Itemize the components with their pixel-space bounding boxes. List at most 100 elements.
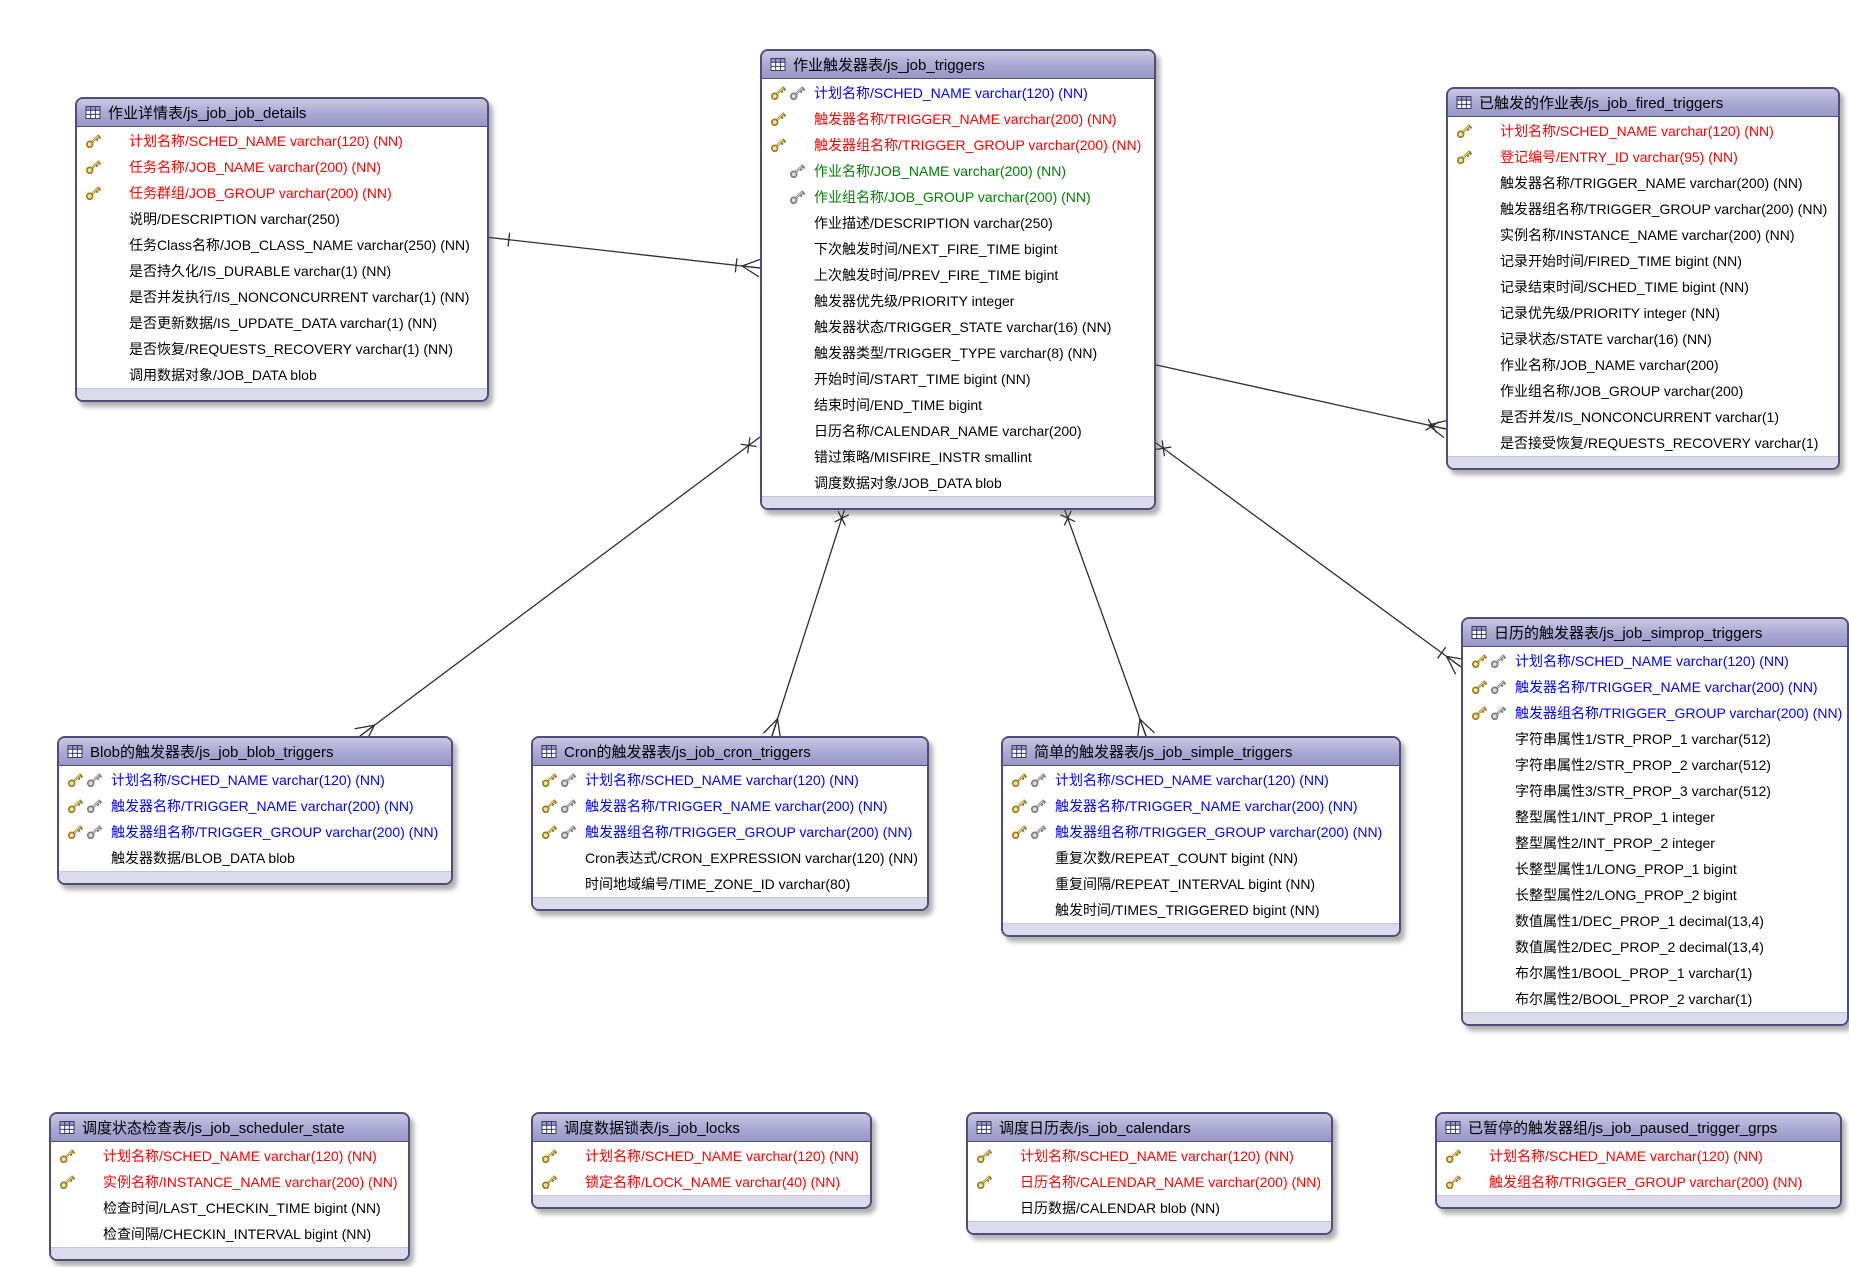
column-row[interactable]: 结束时间/END_TIME bigint	[762, 392, 1154, 418]
table-header[interactable]: 作业详情表/js_job_job_details	[77, 99, 487, 127]
table-header[interactable]: 已暂停的触发器组/js_job_paused_trigger_grps	[1437, 1114, 1840, 1142]
table-header[interactable]: 已触发的作业表/js_job_fired_triggers	[1448, 89, 1838, 117]
column-row[interactable]: 计划名称/SCHED_NAME varchar(120) (NN)	[968, 1143, 1331, 1169]
table-header[interactable]: 日历的触发器表/js_job_simprop_triggers	[1463, 619, 1847, 647]
column-row[interactable]: 上次触发时间/PREV_FIRE_TIME bigint	[762, 262, 1154, 288]
entity-table-job-details[interactable]: 作业详情表/js_job_job_details 计划名称/SCHED_NAME…	[75, 97, 489, 402]
column-row[interactable]: 是否并发执行/IS_NONCONCURRENT varchar(1) (NN)	[77, 284, 487, 310]
column-row[interactable]: 是否接受恢复/REQUESTS_RECOVERY varchar(1)	[1448, 430, 1838, 456]
column-row[interactable]: 任务名称/JOB_NAME varchar(200) (NN)	[77, 154, 487, 180]
column-row[interactable]: 调度数据对象/JOB_DATA blob	[762, 470, 1154, 496]
column-row[interactable]: 长整型属性2/LONG_PROP_2 bigint	[1463, 882, 1847, 908]
column-row[interactable]: 记录状态/STATE varchar(16) (NN)	[1448, 326, 1838, 352]
table-header[interactable]: 简单的触发器表/js_job_simple_triggers	[1003, 738, 1399, 766]
column-row[interactable]: 是否更新数据/IS_UPDATE_DATA varchar(1) (NN)	[77, 310, 487, 336]
column-row[interactable]: 调用数据对象/JOB_DATA blob	[77, 362, 487, 388]
column-row[interactable]: 检查时间/LAST_CHECKIN_TIME bigint (NN)	[51, 1195, 408, 1221]
column-row[interactable]: 触发器组名称/TRIGGER_GROUP varchar(200) (NN)	[1448, 196, 1838, 222]
column-row[interactable]: 字符串属性2/STR_PROP_2 varchar(512)	[1463, 752, 1847, 778]
column-row[interactable]: 触发器类型/TRIGGER_TYPE varchar(8) (NN)	[762, 340, 1154, 366]
column-row[interactable]: 计划名称/SCHED_NAME varchar(120) (NN)	[1448, 118, 1838, 144]
column-row[interactable]: 错过策略/MISFIRE_INSTR smallint	[762, 444, 1154, 470]
column-row[interactable]: 作业名称/JOB_NAME varchar(200)	[1448, 352, 1838, 378]
column-row[interactable]: 数值属性2/DEC_PROP_2 decimal(13,4)	[1463, 934, 1847, 960]
table-header[interactable]: 调度日历表/js_job_calendars	[968, 1114, 1331, 1142]
column-row[interactable]: 记录结束时间/SCHED_TIME bigint (NN)	[1448, 274, 1838, 300]
entity-table-fired-triggers[interactable]: 已触发的作业表/js_job_fired_triggers 计划名称/SCHED…	[1446, 87, 1840, 470]
column-row[interactable]: 实例名称/INSTANCE_NAME varchar(200) (NN)	[1448, 222, 1838, 248]
column-row[interactable]: 计划名称/SCHED_NAME varchar(120) (NN)	[51, 1143, 408, 1169]
column-row[interactable]: 触发器组名称/TRIGGER_GROUP varchar(200) (NN)	[533, 819, 927, 845]
column-row[interactable]: 实例名称/INSTANCE_NAME varchar(200) (NN)	[51, 1169, 408, 1195]
table-header[interactable]: Cron的触发器表/js_job_cron_triggers	[533, 738, 927, 766]
column-row[interactable]: 锁定名称/LOCK_NAME varchar(40) (NN)	[533, 1169, 870, 1195]
column-row[interactable]: 长整型属性1/LONG_PROP_1 bigint	[1463, 856, 1847, 882]
column-row[interactable]: 触发时间/TIMES_TRIGGERED bigint (NN)	[1003, 897, 1399, 923]
column-row[interactable]: 计划名称/SCHED_NAME varchar(120) (NN)	[1437, 1143, 1840, 1169]
column-row[interactable]: 作业组名称/JOB_GROUP varchar(200) (NN)	[762, 184, 1154, 210]
column-row[interactable]: 触发组名称/TRIGGER_GROUP varchar(200) (NN)	[1437, 1169, 1840, 1195]
column-row[interactable]: 是否持久化/IS_DURABLE varchar(1) (NN)	[77, 258, 487, 284]
table-header[interactable]: 作业触发器表/js_job_triggers	[762, 51, 1154, 79]
column-row[interactable]: 说明/DESCRIPTION varchar(250)	[77, 206, 487, 232]
column-row[interactable]: 字符串属性3/STR_PROP_3 varchar(512)	[1463, 778, 1847, 804]
column-row[interactable]: 触发器名称/TRIGGER_NAME varchar(200) (NN)	[1003, 793, 1399, 819]
column-row[interactable]: 计划名称/SCHED_NAME varchar(120) (NN)	[1463, 648, 1847, 674]
column-row[interactable]: 登记编号/ENTRY_ID varchar(95) (NN)	[1448, 144, 1838, 170]
column-row[interactable]: 计划名称/SCHED_NAME varchar(120) (NN)	[533, 1143, 870, 1169]
column-row[interactable]: 触发器数据/BLOB_DATA blob	[59, 845, 451, 871]
column-row[interactable]: 触发器组名称/TRIGGER_GROUP varchar(200) (NN)	[1003, 819, 1399, 845]
column-row[interactable]: 时间地域编号/TIME_ZONE_ID varchar(80)	[533, 871, 927, 897]
entity-table-cron-triggers[interactable]: Cron的触发器表/js_job_cron_triggers 计划名称/SCHE…	[531, 736, 929, 911]
column-row[interactable]: 是否恢复/REQUESTS_RECOVERY varchar(1) (NN)	[77, 336, 487, 362]
column-row[interactable]: 任务群组/JOB_GROUP varchar(200) (NN)	[77, 180, 487, 206]
column-row[interactable]: 计划名称/SCHED_NAME varchar(120) (NN)	[59, 767, 451, 793]
entity-table-calendars[interactable]: 调度日历表/js_job_calendars 计划名称/SCHED_NAME v…	[966, 1112, 1333, 1235]
entity-table-simprop-triggers[interactable]: 日历的触发器表/js_job_simprop_triggers 计划名称/SCH…	[1461, 617, 1849, 1026]
column-row[interactable]: 整型属性2/INT_PROP_2 integer	[1463, 830, 1847, 856]
column-row[interactable]: 触发器优先级/PRIORITY integer	[762, 288, 1154, 314]
column-row[interactable]: 计划名称/SCHED_NAME varchar(120) (NN)	[77, 128, 487, 154]
entity-table-simple-triggers[interactable]: 简单的触发器表/js_job_simple_triggers 计划名称/SCHE…	[1001, 736, 1401, 937]
column-row[interactable]: 是否并发/IS_NONCONCURRENT varchar(1)	[1448, 404, 1838, 430]
column-row[interactable]: 字符串属性1/STR_PROP_1 varchar(512)	[1463, 726, 1847, 752]
column-row[interactable]: 计划名称/SCHED_NAME varchar(120) (NN)	[533, 767, 927, 793]
entity-table-triggers[interactable]: 作业触发器表/js_job_triggers 计划名称/SCHED_NAME v…	[760, 49, 1156, 510]
column-row[interactable]: 触发器名称/TRIGGER_NAME varchar(200) (NN)	[1448, 170, 1838, 196]
column-row[interactable]: 任务Class名称/JOB_CLASS_NAME varchar(250) (N…	[77, 232, 487, 258]
entity-table-locks[interactable]: 调度数据锁表/js_job_locks 计划名称/SCHED_NAME varc…	[531, 1112, 872, 1209]
column-row[interactable]: 触发器名称/TRIGGER_NAME varchar(200) (NN)	[533, 793, 927, 819]
column-row[interactable]: 作业组名称/JOB_GROUP varchar(200)	[1448, 378, 1838, 404]
entity-table-blob-triggers[interactable]: Blob的触发器表/js_job_blob_triggers 计划名称/SCHE…	[57, 736, 453, 885]
column-row[interactable]: 日历名称/CALENDAR_NAME varchar(200) (NN)	[968, 1169, 1331, 1195]
column-row[interactable]: 开始时间/START_TIME bigint (NN)	[762, 366, 1154, 392]
column-row[interactable]: 触发器状态/TRIGGER_STATE varchar(16) (NN)	[762, 314, 1154, 340]
entity-table-paused-trigger-grps[interactable]: 已暂停的触发器组/js_job_paused_trigger_grps 计划名称…	[1435, 1112, 1842, 1209]
column-row[interactable]: 数值属性1/DEC_PROP_1 decimal(13,4)	[1463, 908, 1847, 934]
column-row[interactable]: 记录开始时间/FIRED_TIME bigint (NN)	[1448, 248, 1838, 274]
column-row[interactable]: Cron表达式/CRON_EXPRESSION varchar(120) (NN…	[533, 845, 927, 871]
column-row[interactable]: 作业描述/DESCRIPTION varchar(250)	[762, 210, 1154, 236]
column-row[interactable]: 触发器名称/TRIGGER_NAME varchar(200) (NN)	[1463, 674, 1847, 700]
column-row[interactable]: 日历名称/CALENDAR_NAME varchar(200)	[762, 418, 1154, 444]
column-row[interactable]: 日历数据/CALENDAR blob (NN)	[968, 1195, 1331, 1221]
column-row[interactable]: 触发器组名称/TRIGGER_GROUP varchar(200) (NN)	[762, 132, 1154, 158]
column-row[interactable]: 作业名称/JOB_NAME varchar(200) (NN)	[762, 158, 1154, 184]
column-row[interactable]: 记录优先级/PRIORITY integer (NN)	[1448, 300, 1838, 326]
column-row[interactable]: 计划名称/SCHED_NAME varchar(120) (NN)	[762, 80, 1154, 106]
table-header[interactable]: 调度数据锁表/js_job_locks	[533, 1114, 870, 1142]
column-row[interactable]: 下次触发时间/NEXT_FIRE_TIME bigint	[762, 236, 1154, 262]
column-row[interactable]: 触发器组名称/TRIGGER_GROUP varchar(200) (NN)	[59, 819, 451, 845]
column-row[interactable]: 触发器名称/TRIGGER_NAME varchar(200) (NN)	[762, 106, 1154, 132]
column-row[interactable]: 检查间隔/CHECKIN_INTERVAL bigint (NN)	[51, 1221, 408, 1247]
column-row[interactable]: 重复间隔/REPEAT_INTERVAL bigint (NN)	[1003, 871, 1399, 897]
column-row[interactable]: 触发器名称/TRIGGER_NAME varchar(200) (NN)	[59, 793, 451, 819]
column-row[interactable]: 整型属性1/INT_PROP_1 integer	[1463, 804, 1847, 830]
column-row[interactable]: 触发器组名称/TRIGGER_GROUP varchar(200) (NN)	[1463, 700, 1847, 726]
entity-table-scheduler-state[interactable]: 调度状态检查表/js_job_scheduler_state 计划名称/SCHE…	[49, 1112, 410, 1261]
column-row[interactable]: 布尔属性1/BOOL_PROP_1 varchar(1)	[1463, 960, 1847, 986]
column-row[interactable]: 重复次数/REPEAT_COUNT bigint (NN)	[1003, 845, 1399, 871]
table-header[interactable]: 调度状态检查表/js_job_scheduler_state	[51, 1114, 408, 1142]
column-row[interactable]: 布尔属性2/BOOL_PROP_2 varchar(1)	[1463, 986, 1847, 1012]
column-row[interactable]: 计划名称/SCHED_NAME varchar(120) (NN)	[1003, 767, 1399, 793]
